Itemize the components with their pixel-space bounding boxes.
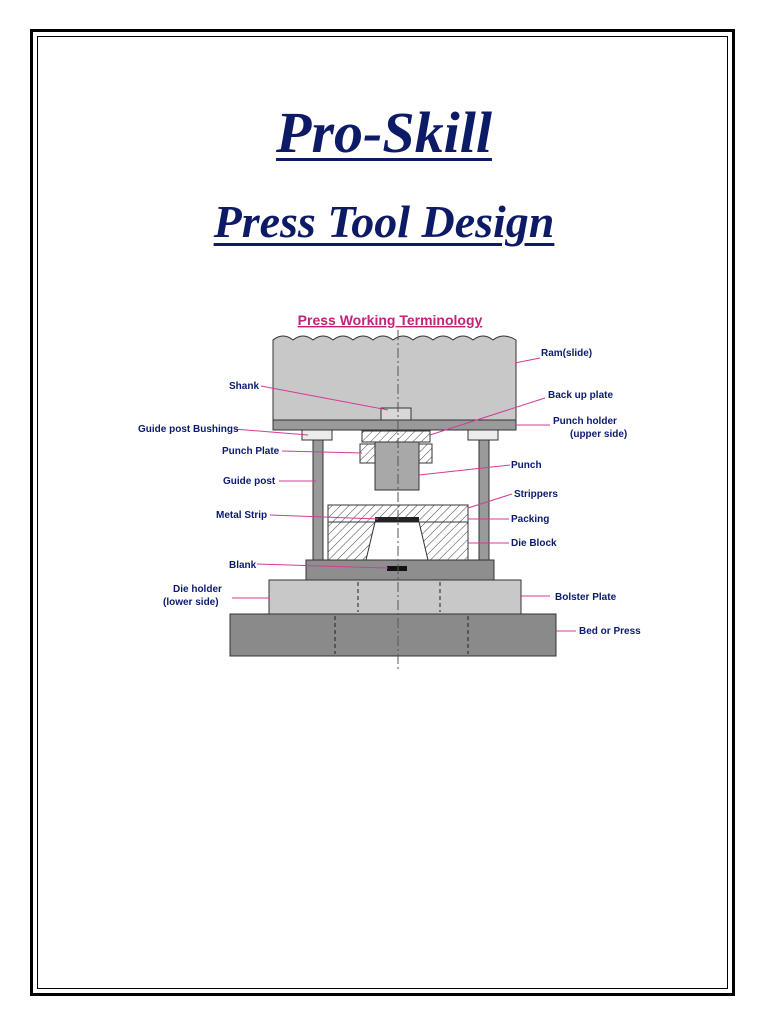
- page-border-inner: [37, 36, 728, 989]
- blank: [387, 566, 407, 571]
- diagram-title: Press Working Terminology: [298, 312, 483, 328]
- label-die-block: Die Block: [511, 538, 557, 549]
- label-ram: Ram(slide): [541, 348, 592, 359]
- label-packing: Packing: [511, 514, 549, 525]
- label-blank: Blank: [229, 560, 257, 571]
- label-bed: Bed or Press: [579, 626, 641, 637]
- label-metal-strip: Metal Strip: [216, 510, 267, 521]
- punch: [374, 441, 420, 491]
- label-punch-plate: Punch Plate: [222, 446, 280, 457]
- label-punch-holder: Punch holder: [553, 416, 617, 427]
- backup-plate: [361, 430, 431, 443]
- page-border-outer: [30, 29, 735, 996]
- metal-strip: [375, 517, 419, 522]
- label-die-holder: Die holder: [173, 584, 222, 595]
- page-title: Pro-Skill: [276, 100, 492, 165]
- bolster-plate: [268, 579, 522, 615]
- press-tool-diagram: Press Working Terminology Ram(slide) Sha…: [138, 312, 641, 670]
- label-guide-post-bushings: Guide post Bushings: [138, 424, 239, 435]
- label-die-holder-side: (lower side): [163, 597, 219, 608]
- page-subtitle: Press Tool Design: [213, 196, 555, 247]
- guide-bushing-right: [467, 429, 499, 441]
- label-punch-holder-side: (upper side): [570, 429, 627, 440]
- ram: [272, 335, 517, 421]
- press-bed: [229, 613, 557, 657]
- label-bolster-plate: Bolster Plate: [555, 592, 617, 603]
- label-strippers: Strippers: [514, 489, 558, 500]
- guide-post-left: [312, 439, 324, 561]
- punch-holder-plate: [272, 419, 517, 431]
- label-shank: Shank: [229, 381, 259, 392]
- label-backup-plate: Back up plate: [548, 390, 613, 401]
- label-guide-post: Guide post: [223, 476, 276, 487]
- guide-post-right: [478, 439, 490, 561]
- label-punch: Punch: [511, 460, 542, 471]
